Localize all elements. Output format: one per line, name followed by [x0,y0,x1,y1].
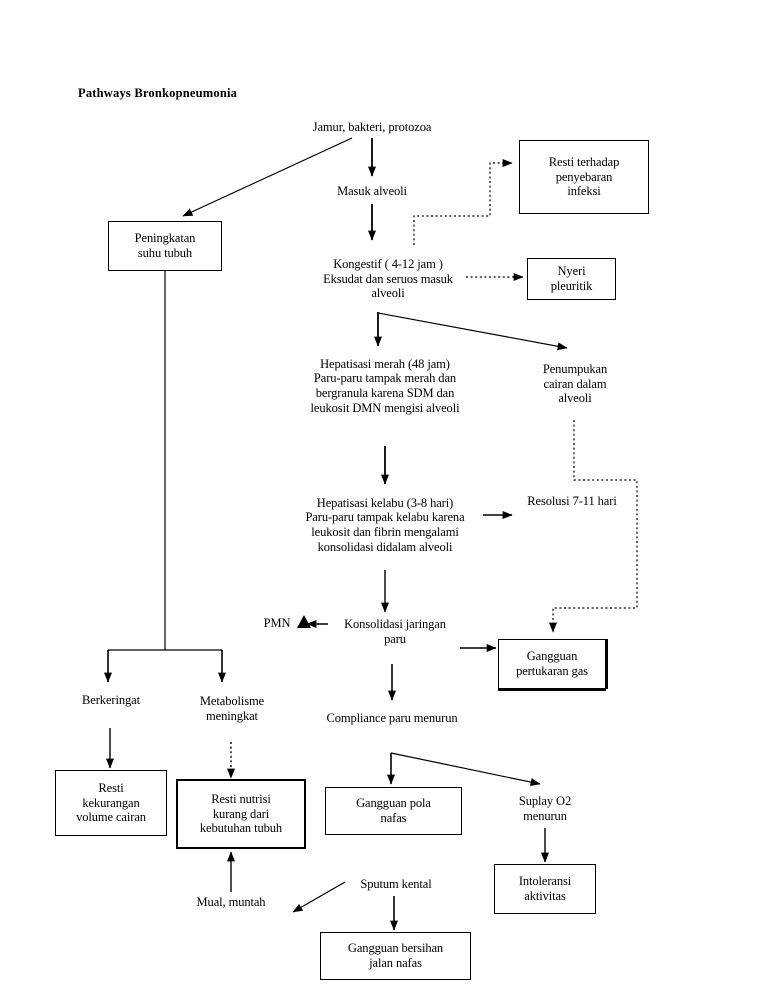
node-gangguan-pola-nafas: Gangguan pola nafas [325,787,462,835]
edge-compliance-suplay [390,752,541,787]
node-nyeri-pleuritik: Nyeri pleuritik [527,258,616,300]
node-gangguan-pertukaran-gas: Gangguan pertukaran gas [498,639,606,689]
node-resolusi: Resolusi 7-11 hari [527,493,617,508]
node-masuk-alveoli: Masuk alveoli [337,183,407,198]
increase-triangle-icon [297,615,311,628]
edge-kongestif-penumpukan [377,312,568,351]
node-pmn: PMN [263,615,291,630]
node-metabolisme-meningkat: Metabolisme meningkat [199,694,265,723]
node-suplay-o2-menurun: Suplay O2 menurun [518,794,572,823]
node-konsolidasi-jaringan-paru: Konsolidasi jaringan paru [344,617,446,646]
node-compliance-paru-menurun: Compliance paru menurun [326,710,458,725]
page-title: Pathways Bronkopneumonia [78,86,238,100]
node-jamur: Jamur, bakteri, protozoa [312,119,432,134]
node-resti-penyebaran-infeksi: Resti terhadap penyebaran infeksi [519,140,649,214]
node-berkeringat: Berkeringat [82,692,140,707]
node-intoleransi-aktivitas: Intoleransi aktivitas [494,864,596,914]
edge-kongestif-restiinfeksi [413,159,513,245]
node-mual-muntah: Mual, muntah [196,894,266,909]
node-resti-kekurangan-volume-cairan: Resti kekurangan volume cairan [55,770,167,836]
edge-penumpukan-gangguangas [549,420,638,633]
node-gangguan-bersihan-jalan-nafas: Gangguan bersihan jalan nafas [320,932,471,980]
edge-sputum-mual [292,881,346,913]
node-hepatisasi-merah: Hepatisasi merah (48 jam) Paru-paru tamp… [310,356,460,415]
node-peningkatan-suhu-tubuh: Peningkatan suhu tubuh [108,221,222,271]
node-hepatisasi-kelabu: Hepatisasi kelabu (3-8 hari) Paru-paru t… [305,495,465,554]
node-penumpukan-cairan: Penumpukan cairan dalam alveoli [542,361,608,406]
node-resti-nutrisi: Resti nutrisi kurang dari kebutuhan tubu… [176,779,306,849]
node-sputum-kental: Sputum kental [360,876,432,891]
node-kongestif: Kongestif ( 4-12 jam ) Eksudat dan seruo… [323,256,453,301]
edge-jamur-peningkatan [182,137,353,217]
